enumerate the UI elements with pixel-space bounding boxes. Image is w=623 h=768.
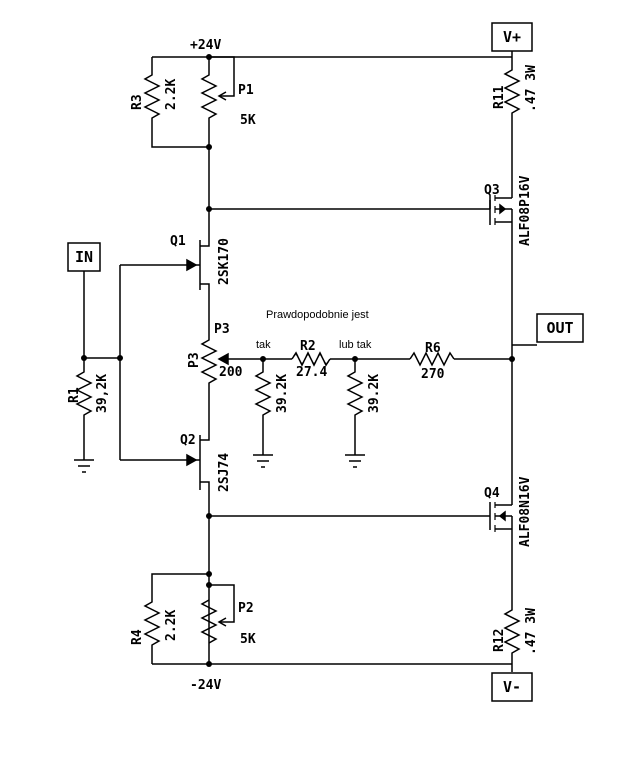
r6-name: R6: [425, 341, 441, 356]
q2-name: Q2: [180, 433, 196, 448]
r4-name: R4: [130, 629, 145, 645]
supply-neg-label: -24V: [190, 678, 221, 693]
r-lubtak-resistor: [345, 356, 365, 468]
vminus-port: V-: [491, 672, 533, 702]
q3-name: Q3: [484, 183, 500, 198]
r11-resistor: [503, 57, 521, 195]
r2-value: 27.4: [296, 365, 327, 380]
note-text: Prawdopodobnie jest: [266, 309, 369, 321]
q1-name: Q1: [170, 234, 186, 249]
p2-name: P2: [238, 601, 254, 616]
r12-resistor: [503, 529, 521, 664]
p1-value: 5K: [240, 113, 256, 128]
q3-part: ALF08P16V: [518, 175, 533, 246]
r6-value: 270: [421, 367, 445, 382]
q4-mosfet: [489, 359, 513, 532]
p1-name: P1: [238, 83, 254, 98]
svg-text:OUT: OUT: [546, 319, 573, 337]
r11-name: R11: [492, 85, 507, 109]
vplus-port: V+: [491, 22, 533, 52]
p2-value: 5K: [240, 632, 256, 647]
r12-value: .47 3W: [524, 608, 539, 655]
svg-text:V+: V+: [503, 28, 521, 46]
option-a-label: tak: [256, 339, 271, 351]
negative-rail: [152, 661, 513, 672]
r6-resistor: [409, 351, 455, 367]
r1-ground-symbol: [74, 459, 94, 473]
r-tak-value: 39.2K: [275, 374, 290, 413]
input-wiring: [81, 265, 123, 460]
r12-name: R12: [492, 629, 507, 652]
r3-name: R3: [130, 94, 145, 110]
q4-name: Q4: [484, 486, 500, 501]
q1-jfet: [120, 234, 210, 325]
svg-text:IN: IN: [75, 248, 93, 266]
r3-value: 2.2K: [164, 79, 179, 110]
p3-value: 200: [219, 365, 243, 380]
q2-part: 2SJ74: [217, 453, 232, 492]
q2-jfet: [120, 400, 210, 664]
r-lubtak-value: 39.2K: [367, 374, 382, 413]
p3-name: P3: [214, 322, 230, 337]
r4-resistor: [143, 571, 212, 664]
q3-mosfet: [489, 195, 513, 359]
p2-potentiometer: [200, 582, 235, 644]
q1-part: 2SK170: [217, 238, 232, 285]
r-tak-resistor: [253, 356, 273, 468]
r4-value: 2.2K: [164, 610, 179, 641]
r1-value: 39,2K: [95, 374, 110, 413]
r11-value: .47 3W: [524, 65, 539, 112]
p3-potentiometer: [200, 325, 513, 400]
r2-resistor: [291, 351, 331, 367]
r1-name: R1: [67, 387, 82, 403]
in-port: IN: [67, 242, 101, 272]
r1-resistor: [75, 358, 93, 460]
p1-potentiometer: [200, 56, 235, 234]
option-b-label: lub tak: [339, 339, 372, 351]
p3-alt-name: P3: [187, 352, 202, 368]
r3-resistor: [143, 57, 209, 148]
r2-name: R2: [300, 339, 316, 354]
out-port: OUT: [536, 313, 584, 343]
supply-pos-label: +24V: [190, 38, 221, 53]
svg-text:V-: V-: [503, 678, 521, 696]
q4-part: ALF08N16V: [518, 476, 533, 547]
